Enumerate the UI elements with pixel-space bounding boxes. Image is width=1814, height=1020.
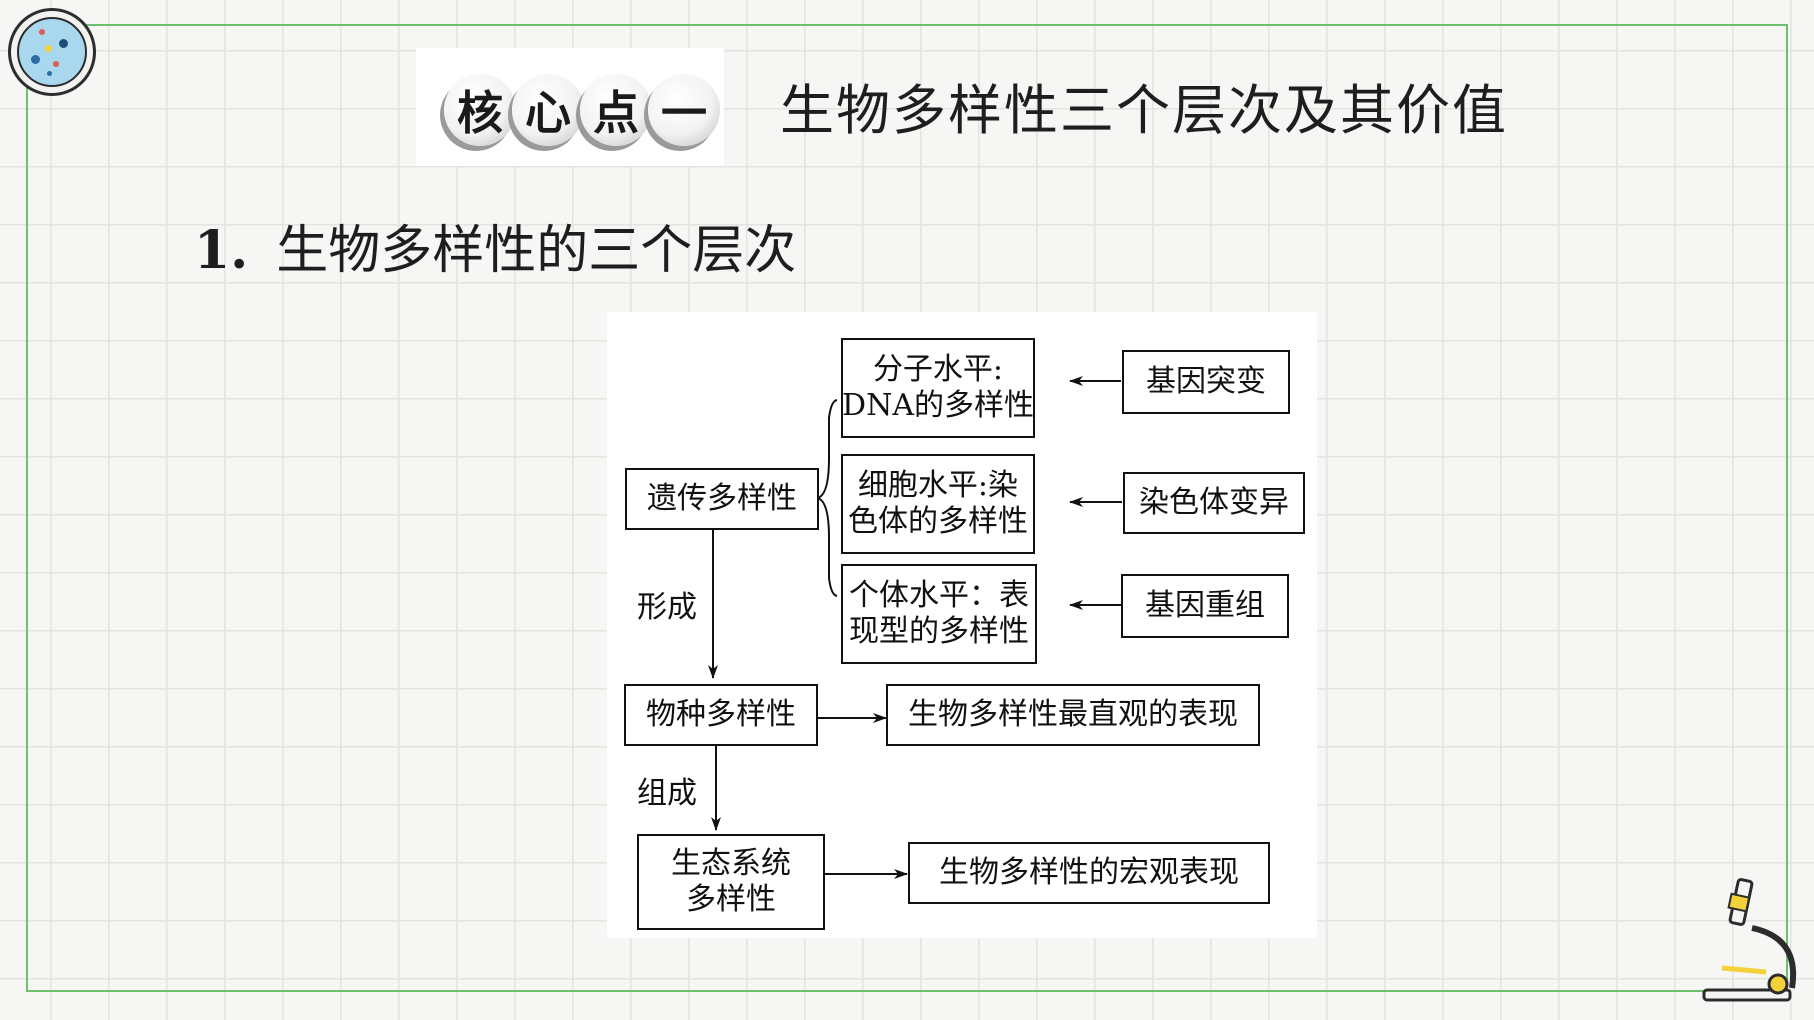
badge-char-2: 心 (512, 74, 584, 146)
subheading: 1. 生物多样性的三个层次 (194, 208, 796, 283)
core-point-badge: 核 心 点 一 (416, 48, 724, 166)
cellular-line-1: 细胞水平:染 (857, 468, 1019, 503)
box-chromosome-variation: 染色体变异 (1123, 472, 1305, 534)
individual-line-2: 现型的多样性 (849, 614, 1029, 649)
box-molecular-level: 分子水平:DNA的多样性 (841, 338, 1035, 438)
molecular-line-1: 分子水平: (872, 352, 1004, 387)
box-genetic-diversity: 遗传多样性 (625, 468, 819, 530)
subheading-number: 1. (194, 220, 249, 281)
badge-char-3: 点 (580, 74, 652, 146)
label-form: 形成 (637, 590, 697, 625)
badge-char-4: 一 (648, 74, 720, 146)
label-compose: 组成 (637, 776, 697, 811)
badge-char-1: 核 (444, 74, 516, 146)
box-cellular-level: 细胞水平:染色体的多样性 (841, 454, 1035, 554)
microscope-icon (1702, 878, 1797, 1002)
slide-frame (26, 24, 1788, 992)
diagram-panel: 遗传多样性 分子水平:DNA的多样性 细胞水平:染色体的多样性 个体水平：表现型… (607, 312, 1317, 938)
box-ecosystem-note: 生物多样性的宏观表现 (908, 842, 1270, 904)
box-species-diversity: 物种多样性 (624, 684, 818, 746)
box-gene-mutation: 基因突变 (1122, 350, 1290, 414)
ecosystem-line-1: 生态系统 (671, 846, 791, 881)
individual-line-1: 个体水平：表 (849, 578, 1029, 613)
box-gene-recombination: 基因重组 (1121, 574, 1289, 638)
brace (816, 399, 838, 597)
box-individual-level: 个体水平：表现型的多样性 (841, 564, 1037, 664)
subheading-text: 生物多样性的三个层次 (276, 221, 797, 281)
petri-dish-icon (8, 8, 96, 96)
molecular-line-2: DNA的多样性 (842, 388, 1034, 423)
box-ecosystem-diversity: 生态系统多样性 (637, 834, 825, 930)
box-species-note: 生物多样性最直观的表现 (886, 684, 1260, 746)
cellular-line-2: 色体的多样性 (848, 504, 1028, 539)
ecosystem-line-2: 多样性 (686, 882, 776, 917)
section-heading: 生物多样性三个层次及其价值 (780, 79, 1508, 142)
